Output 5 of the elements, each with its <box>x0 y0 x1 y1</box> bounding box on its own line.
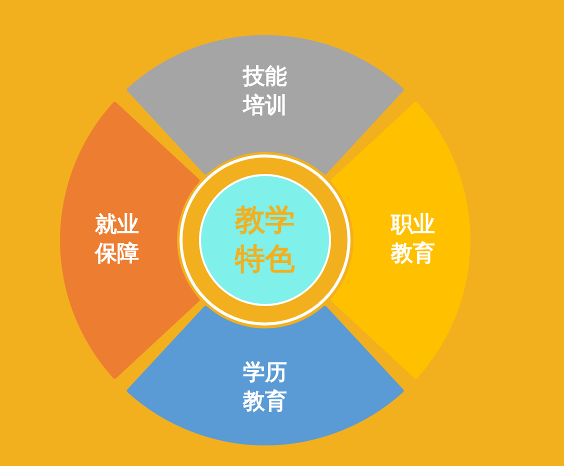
segment-label: 职业教育 <box>390 211 435 268</box>
segment-label: 教学特色 <box>235 202 295 279</box>
segment-label: 技能培训 <box>242 63 287 120</box>
segment-label: 就业保障 <box>95 211 139 268</box>
segment-label: 学历教育 <box>242 359 287 416</box>
